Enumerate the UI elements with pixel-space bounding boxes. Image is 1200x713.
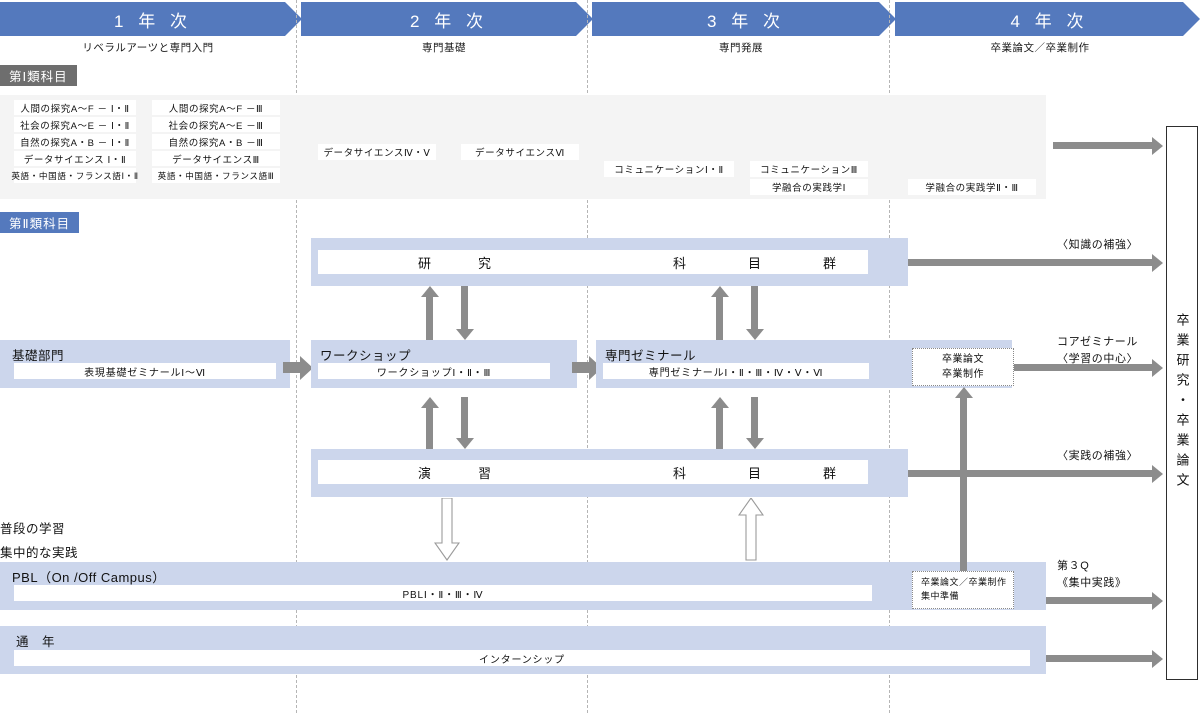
arrow-up-seminar-to-research	[710, 286, 729, 340]
note-core-seminar-line1: コアゼミナール	[1057, 336, 1138, 348]
category-badge-first: 第Ⅰ類科目	[0, 65, 77, 86]
arrow-up-prep-to-thesis	[954, 387, 973, 571]
exercise-label-b: 科 目 群	[673, 465, 849, 481]
year-subtitle-1: リベラルアーツと専門入門	[82, 42, 214, 54]
arrow-down-research-to-seminar	[745, 286, 764, 340]
course-chip: 人間の探究A〜F － Ⅰ・Ⅱ	[14, 100, 136, 115]
arrow-up-seminar-to-exercise	[710, 397, 729, 449]
year-header-2-label: 2 年 次	[410, 11, 488, 31]
arrow-seminar-to-final	[1014, 358, 1163, 377]
hollow-arrow-up-to-exercise	[738, 498, 764, 561]
pbl-band-title: PBL（On /Off Campus）	[12, 570, 166, 585]
arrow-pbl-to-final	[1046, 591, 1163, 610]
exercise-band-inner: 演 習 科 目 群	[318, 460, 868, 484]
course-chip: データサイエンスⅣ・Ⅴ	[318, 144, 436, 160]
course-chip: 学融合の実践学Ⅱ・Ⅲ	[908, 179, 1036, 195]
note-core-seminar-line2: 〈学習の中心〉	[1057, 352, 1139, 365]
category-badge-second: 第Ⅱ類科目	[0, 212, 80, 233]
course-chip: 英語・中国語・フランス語Ⅰ・Ⅱ	[11, 168, 138, 183]
arrow-down-exercise-to-seminar	[745, 397, 764, 449]
thesis-box-prep: 卒業論文／卒業制作 集中準備	[912, 571, 1014, 609]
workshop-band-course: ワークショップⅠ・Ⅱ・Ⅲ	[318, 363, 550, 379]
thesis-box-main-line2: 卒業制作	[942, 369, 984, 380]
course-chip: データサイエンスⅢ	[152, 151, 280, 166]
workshop-band-title: ワークショップ	[320, 349, 412, 363]
course-chip: 人間の探究A〜F －Ⅲ	[152, 100, 280, 115]
year-header-2: 2 年 次	[301, 2, 593, 36]
pbl-band-course: PBLⅠ・Ⅱ・Ⅲ・Ⅳ	[14, 585, 872, 601]
year-divider-1-2	[296, 0, 297, 713]
course-chip: データサイエンスⅥ	[461, 144, 579, 160]
internship-band-course: インターンシップ	[14, 650, 1030, 666]
note-q3-line2: 《集中実践》	[1057, 576, 1127, 589]
note-intensive-practice: 集中的な実践	[0, 546, 79, 560]
arrow-exercise-to-final	[908, 464, 1163, 483]
note-q3: 第３Q 《集中実践》	[1057, 558, 1127, 591]
final-outcome-box: 卒業研究・卒業論文	[1166, 126, 1198, 680]
course-chip: 社会の探究A〜E － Ⅰ・Ⅱ	[14, 117, 136, 132]
course-chip: 自然の探究A・B －Ⅲ	[152, 134, 280, 149]
course-chip: データサイエンス Ⅰ・Ⅱ	[14, 151, 136, 166]
arrow-internship-to-final	[1046, 649, 1163, 668]
arrow-up-workshop-to-exercise	[420, 397, 439, 449]
arrow-research-to-final	[908, 253, 1163, 272]
year-header-4: 4 年 次	[895, 2, 1200, 36]
year-subtitle-3: 専門発展	[719, 42, 763, 54]
year-header-3: 3 年 次	[592, 2, 896, 36]
note-core-seminar: コアゼミナール 〈学習の中心〉	[1057, 334, 1138, 367]
research-label-b: 科 目 群	[673, 255, 849, 271]
thesis-box-main-line1: 卒業論文	[942, 353, 984, 365]
arrow-down-research-to-workshop	[455, 286, 474, 340]
year-subtitle-2: 専門基礎	[422, 42, 466, 54]
exercise-label-a: 演 習	[418, 465, 499, 481]
course-chip: コミュニケーションⅢ	[750, 161, 868, 177]
course-chip: 学融合の実践学Ⅰ	[750, 179, 868, 195]
arrow-basic-to-workshop	[283, 355, 313, 380]
year-subtitle-4: 卒業論文／卒業制作	[990, 42, 1090, 54]
year-header-4-label: 4 年 次	[1010, 11, 1089, 31]
note-knowledge-reinforcement: 〈知識の補強〉	[1057, 239, 1139, 251]
course-chip: 自然の探究A・B － Ⅰ・Ⅱ	[14, 134, 136, 149]
thesis-box-prep-line1: 卒業論文／卒業制作	[921, 577, 1007, 588]
thesis-box-main: 卒業論文 卒業制作	[912, 348, 1014, 386]
internship-band-title: 通 年	[16, 635, 56, 649]
course-chip: 英語・中国語・フランス語Ⅲ	[152, 168, 280, 183]
arrow-down-exercise-to-workshop	[455, 397, 474, 449]
course-chip: 社会の探究A〜E －Ⅲ	[152, 117, 280, 132]
note-q3-line1: 第３Q	[1057, 560, 1090, 572]
year-divider-2-3	[587, 0, 588, 713]
arrow-up-workshop-to-research	[420, 286, 439, 340]
seminar-band-course: 専門ゼミナールⅠ・Ⅱ・Ⅲ・Ⅳ・Ⅴ・Ⅵ	[603, 363, 869, 379]
thesis-box-prep-line2: 集中準備	[921, 591, 960, 601]
final-outcome-label: 卒業研究・卒業論文	[1174, 313, 1190, 493]
course-chip: コミュニケーションⅠ・Ⅱ	[604, 161, 734, 177]
arrow-workshop-to-seminar	[572, 355, 602, 380]
note-practice-reinforcement: 〈実践の補強〉	[1057, 450, 1139, 462]
research-band-inner: 研 究 科 目 群	[318, 250, 868, 274]
basic-band-title: 基礎部門	[12, 349, 65, 363]
year-header-3-label: 3 年 次	[707, 11, 785, 31]
year-header-1: 1 年 次	[0, 2, 302, 36]
research-label-a: 研 究	[418, 255, 499, 271]
arrow-category1-to-final	[1053, 136, 1163, 155]
note-daily-study: 普段の学習	[0, 522, 66, 536]
basic-band-course: 表現基礎ゼミナールⅠ〜Ⅵ	[14, 363, 276, 379]
hollow-arrow-down-to-pbl	[434, 498, 460, 561]
year-header-1-label: 1 年 次	[114, 11, 192, 31]
seminar-band-title: 専門ゼミナール	[605, 349, 697, 363]
